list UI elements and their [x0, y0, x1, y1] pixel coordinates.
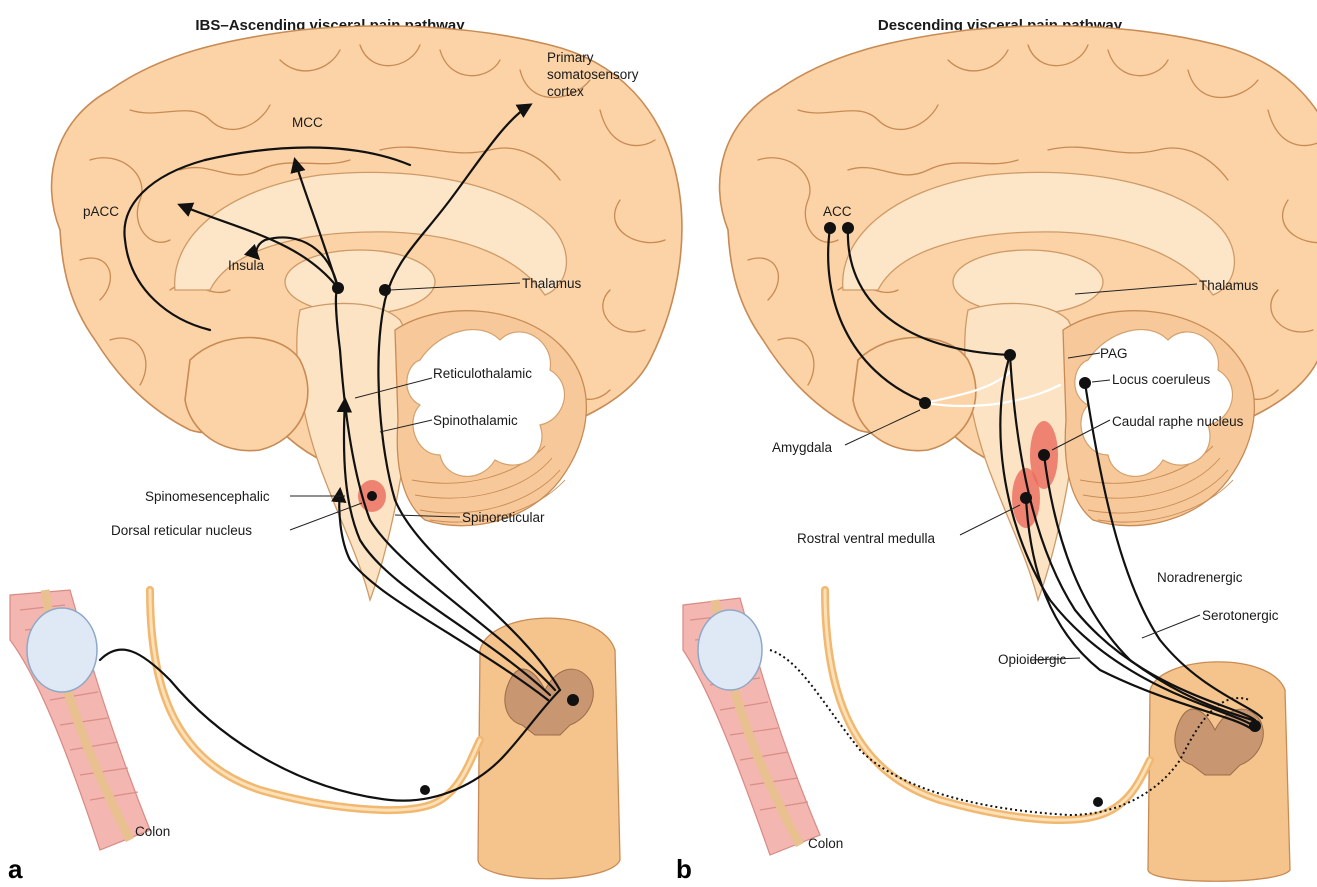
label-primary-somatosensory-1: Primary [547, 50, 594, 65]
label-thalamus-a: Thalamus [522, 276, 582, 291]
balloon [27, 608, 97, 692]
label-spinothalamic: Spinothalamic [433, 413, 518, 428]
label-spinomesencephalic: Spinomesencephalic [145, 489, 270, 504]
label-rostral-ventral-medulla: Rostral ventral medulla [797, 531, 936, 546]
label-pag: PAG [1100, 346, 1128, 361]
label-colon-b: Colon [808, 836, 843, 851]
panel-a-colon [10, 590, 150, 850]
label-spinoreticular: Spinoreticular [462, 510, 545, 525]
label-amygdala: Amygdala [772, 440, 833, 455]
panel-b-spinal-cord [825, 590, 1290, 881]
label-dorsal-reticular-nucleus: Dorsal reticular nucleus [111, 523, 252, 538]
label-thalamus-b: Thalamus [1199, 278, 1259, 293]
label-colon-a: Colon [135, 824, 170, 839]
panel-a-spinal-cord [150, 590, 620, 879]
label-noradrenergic: Noradrenergic [1157, 570, 1243, 585]
panel-letter-a: a [8, 854, 23, 884]
label-insula: Insula [228, 258, 265, 273]
label-primary-somatosensory-2: somatosensory [547, 67, 639, 82]
balloon-b [698, 610, 762, 690]
label-pacc: pACC [83, 204, 119, 219]
label-primary-somatosensory-3: cortex [547, 84, 584, 99]
label-opioidergic: Opioidergic [998, 652, 1067, 667]
panel-letter-b: b [676, 854, 692, 884]
label-mcc: MCC [292, 115, 323, 130]
label-acc: ACC [823, 204, 852, 219]
panel-a: IBS–Ascending visceral pain pathway [8, 17, 682, 884]
label-reticulothalamic: Reticulothalamic [433, 366, 532, 381]
label-locus-coeruleus: Locus coeruleus [1112, 372, 1211, 387]
label-caudal-raphe-nucleus: Caudal raphe nucleus [1112, 414, 1244, 429]
panel-b: Descending visceral pain pathway [676, 17, 1317, 884]
label-serotonergic: Serotonergic [1202, 608, 1279, 623]
panel-b-colon [683, 598, 820, 855]
